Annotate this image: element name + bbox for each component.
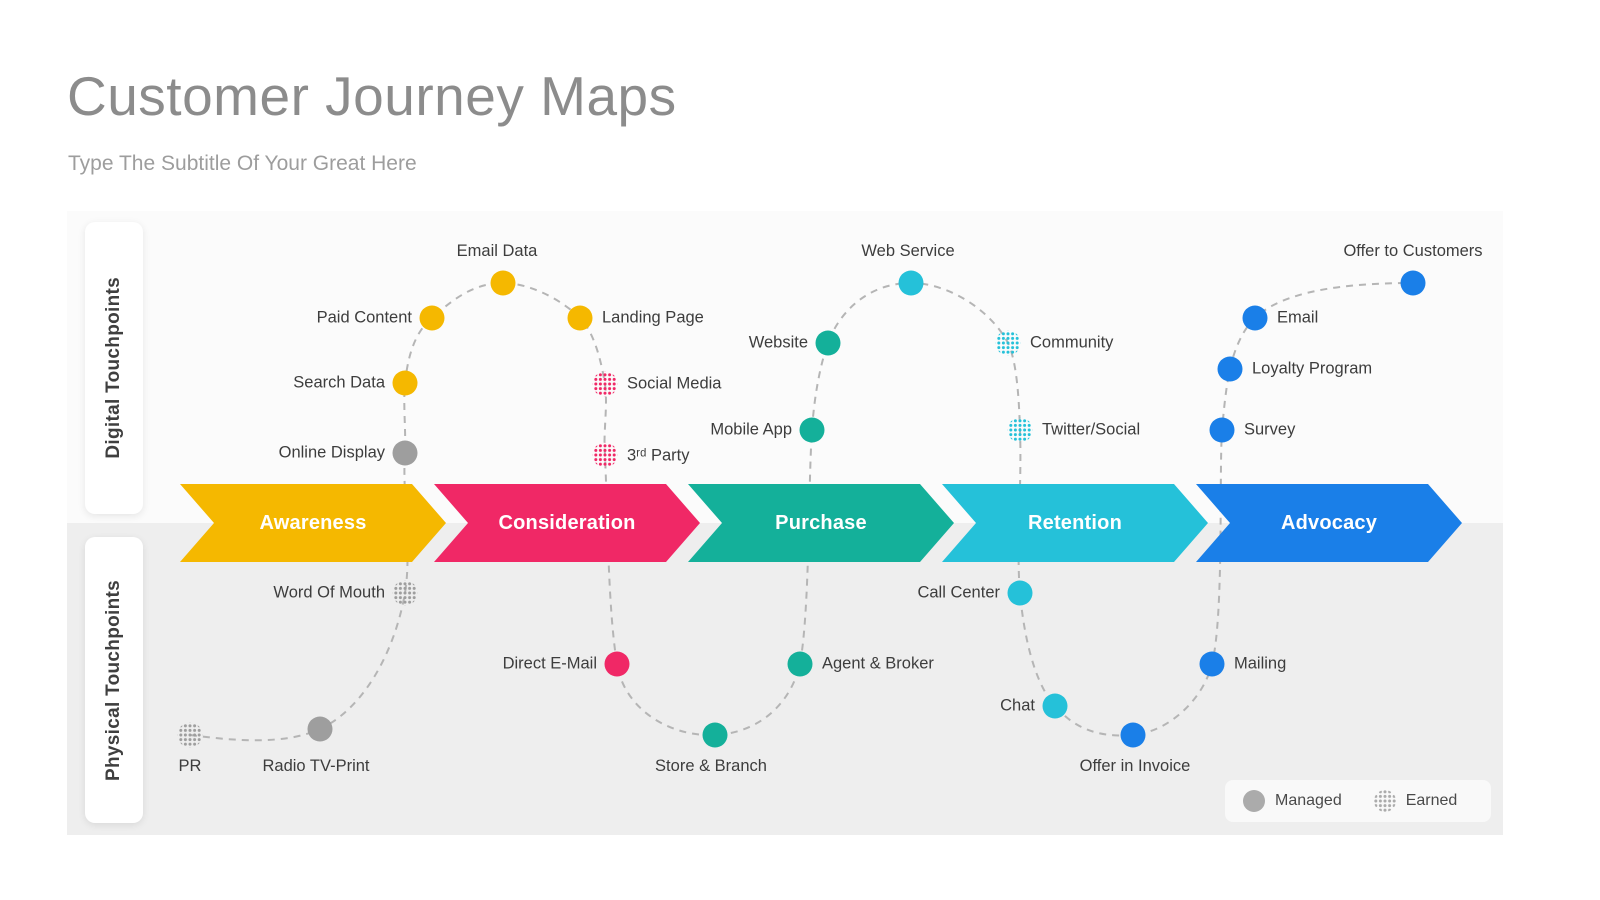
touchpoint-label-social-media: Social Media — [627, 374, 722, 393]
touchpoint-label-radio-tv-print: Radio TV-Print — [262, 757, 370, 775]
touchpoint-label-twitter-social: Twitter/Social — [1042, 420, 1141, 439]
stage-retention: Retention — [942, 484, 1208, 562]
touchpoint-dot-mobile-app — [799, 417, 825, 443]
touchpoint-label-survey: Survey — [1244, 420, 1296, 439]
stage-advocacy: Advocacy — [1196, 484, 1462, 562]
lane-physical-label: Physical Touchpoints — [103, 579, 124, 781]
stage-retention-label: Retention — [1027, 511, 1123, 534]
touchpoint-label-paid-content: Paid Content — [316, 308, 412, 327]
touchpoint-label-3rd-party: 3ʳᵈ Party — [627, 446, 690, 465]
touchpoint-label-pr: PR — [178, 757, 202, 775]
touchpoint-label-store-branch: Store & Branch — [655, 757, 767, 775]
lane-digital-label: Digital Touchpoints — [103, 277, 124, 459]
touchpoint-dot-radio-tv-print — [307, 716, 333, 742]
touchpoint-dot-website — [815, 330, 841, 356]
touchpoint-label-agent-broker: Agent & Broker — [822, 654, 934, 673]
touchpoint-dot-mailing — [1199, 651, 1225, 677]
touchpoint-label-chat: Chat — [1000, 696, 1035, 715]
touchpoint-dot-social-media — [592, 371, 618, 397]
touchpoint-dot-offer-to-customers — [1400, 270, 1426, 296]
touchpoint-dot-store-branch — [702, 722, 728, 748]
stage-awareness: Awareness — [180, 484, 446, 562]
touchpoint-dot-twitter-social — [1007, 417, 1033, 443]
touchpoint-label-call-center: Call Center — [917, 583, 1000, 602]
stage-purchase: Purchase — [688, 484, 954, 562]
legend-managed-label: Managed — [1275, 792, 1342, 809]
touchpoint-dot-chat — [1042, 693, 1068, 719]
touchpoint-label-direct-e-mail: Direct E-Mail — [502, 654, 597, 673]
touchpoint-dot-online-display — [392, 440, 418, 466]
legend-earned-dot — [1373, 790, 1396, 812]
touchpoint-label-loyalty-program: Loyalty Program — [1252, 359, 1373, 378]
touchpoint-dot-community — [995, 330, 1021, 356]
touchpoint-label-landing-page: Landing Page — [602, 308, 704, 327]
stage-consideration-label: Consideration — [498, 511, 636, 534]
touchpoint-label-search-data: Search Data — [293, 373, 385, 392]
legend-earned-label: Earned — [1405, 792, 1458, 809]
touchpoint-label-community: Community — [1030, 333, 1114, 352]
digital-band — [67, 211, 1503, 523]
legend-managed-dot — [1243, 790, 1265, 812]
touchpoint-label-online-display: Online Display — [278, 443, 385, 462]
touchpoint-dot-search-data — [392, 370, 418, 396]
touchpoint-label-mobile-app: Mobile App — [710, 420, 792, 439]
touchpoint-dot-offer-in-invoice — [1120, 722, 1146, 748]
touchpoint-dot-pr — [177, 722, 203, 748]
touchpoint-dot-word-of-mouth — [392, 580, 418, 606]
touchpoint-label-offer-to-customers: Offer to Customers — [1343, 242, 1483, 260]
stage-purchase-label: Purchase — [775, 511, 867, 534]
touchpoint-label-email-data: Email Data — [456, 242, 538, 260]
touchpoint-dot-paid-content — [419, 305, 445, 331]
lane-digital-touchpoints: Digital Touchpoints — [85, 222, 143, 514]
touchpoint-label-email: Email — [1277, 308, 1319, 327]
touchpoint-label-web-service: Web Service — [861, 242, 955, 260]
stage-advocacy-label: Advocacy — [1280, 511, 1378, 534]
touchpoint-dot-survey — [1209, 417, 1235, 443]
touchpoint-label-word-of-mouth: Word Of Mouth — [273, 583, 385, 602]
touchpoint-dot-email-data — [490, 270, 516, 296]
touchpoint-dot-direct-e-mail — [604, 651, 630, 677]
page-title: Customer Journey Maps — [67, 65, 677, 127]
touchpoint-dot-email — [1242, 305, 1268, 331]
legend: Managed Earned — [1225, 780, 1491, 822]
touchpoint-dot-landing-page — [567, 305, 593, 331]
touchpoint-dot-3rd-party — [592, 442, 618, 468]
touchpoint-dot-agent-broker — [787, 651, 813, 677]
stage-consideration: Consideration — [434, 484, 700, 562]
touchpoint-label-offer-in-invoice: Offer in Invoice — [1079, 757, 1191, 775]
lane-physical-touchpoints: Physical Touchpoints — [85, 537, 143, 823]
touchpoint-label-website: Website — [748, 333, 808, 352]
touchpoint-label-mailing: Mailing — [1234, 654, 1287, 673]
touchpoint-dot-web-service — [898, 270, 924, 296]
touchpoint-dot-loyalty-program — [1217, 356, 1243, 382]
touchpoint-dot-call-center — [1007, 580, 1033, 606]
stage-awareness-label: Awareness — [259, 511, 367, 534]
page-subtitle: Type The Subtitle Of Your Great Here — [68, 152, 417, 175]
